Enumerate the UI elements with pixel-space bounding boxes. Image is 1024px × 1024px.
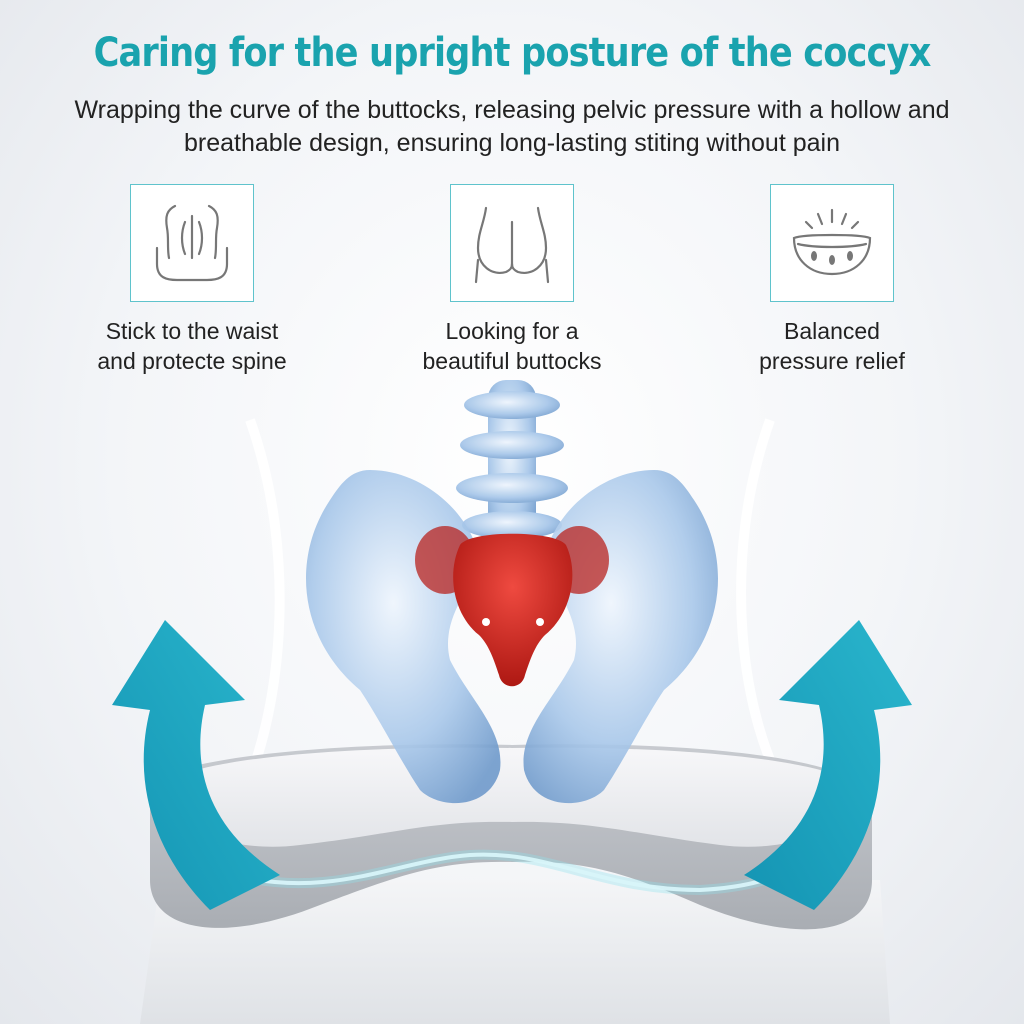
page-subtitle: Wrapping the curve of the buttocks, rele… [60,94,964,160]
page-title: Caring for the upright posture of the co… [93,30,932,76]
feature-icon-box [450,184,574,302]
feature-label: Looking for a beautiful buttocks [422,318,602,374]
buttocks-icon [474,206,550,284]
feature-icon-box [770,184,894,302]
feature-buttocks: Looking for a beautiful buttocks [392,184,632,376]
pressure-bowl-icon [792,208,872,276]
feature-label: Stick to the waist and protecte spine [97,318,287,374]
feature-icon-box [130,184,254,302]
feature-spine: Stick to the waist and protecte spine [72,184,312,376]
feature-label: Balanced pressure relief [759,318,905,374]
subtitle-line-2: breathable design, ensuring long-lasting… [184,129,840,157]
spine-back-icon [155,204,229,282]
subtitle-line-1: Wrapping the curve of the buttocks, rele… [74,96,950,124]
feature-pressure: Balanced pressure relief [712,184,952,376]
